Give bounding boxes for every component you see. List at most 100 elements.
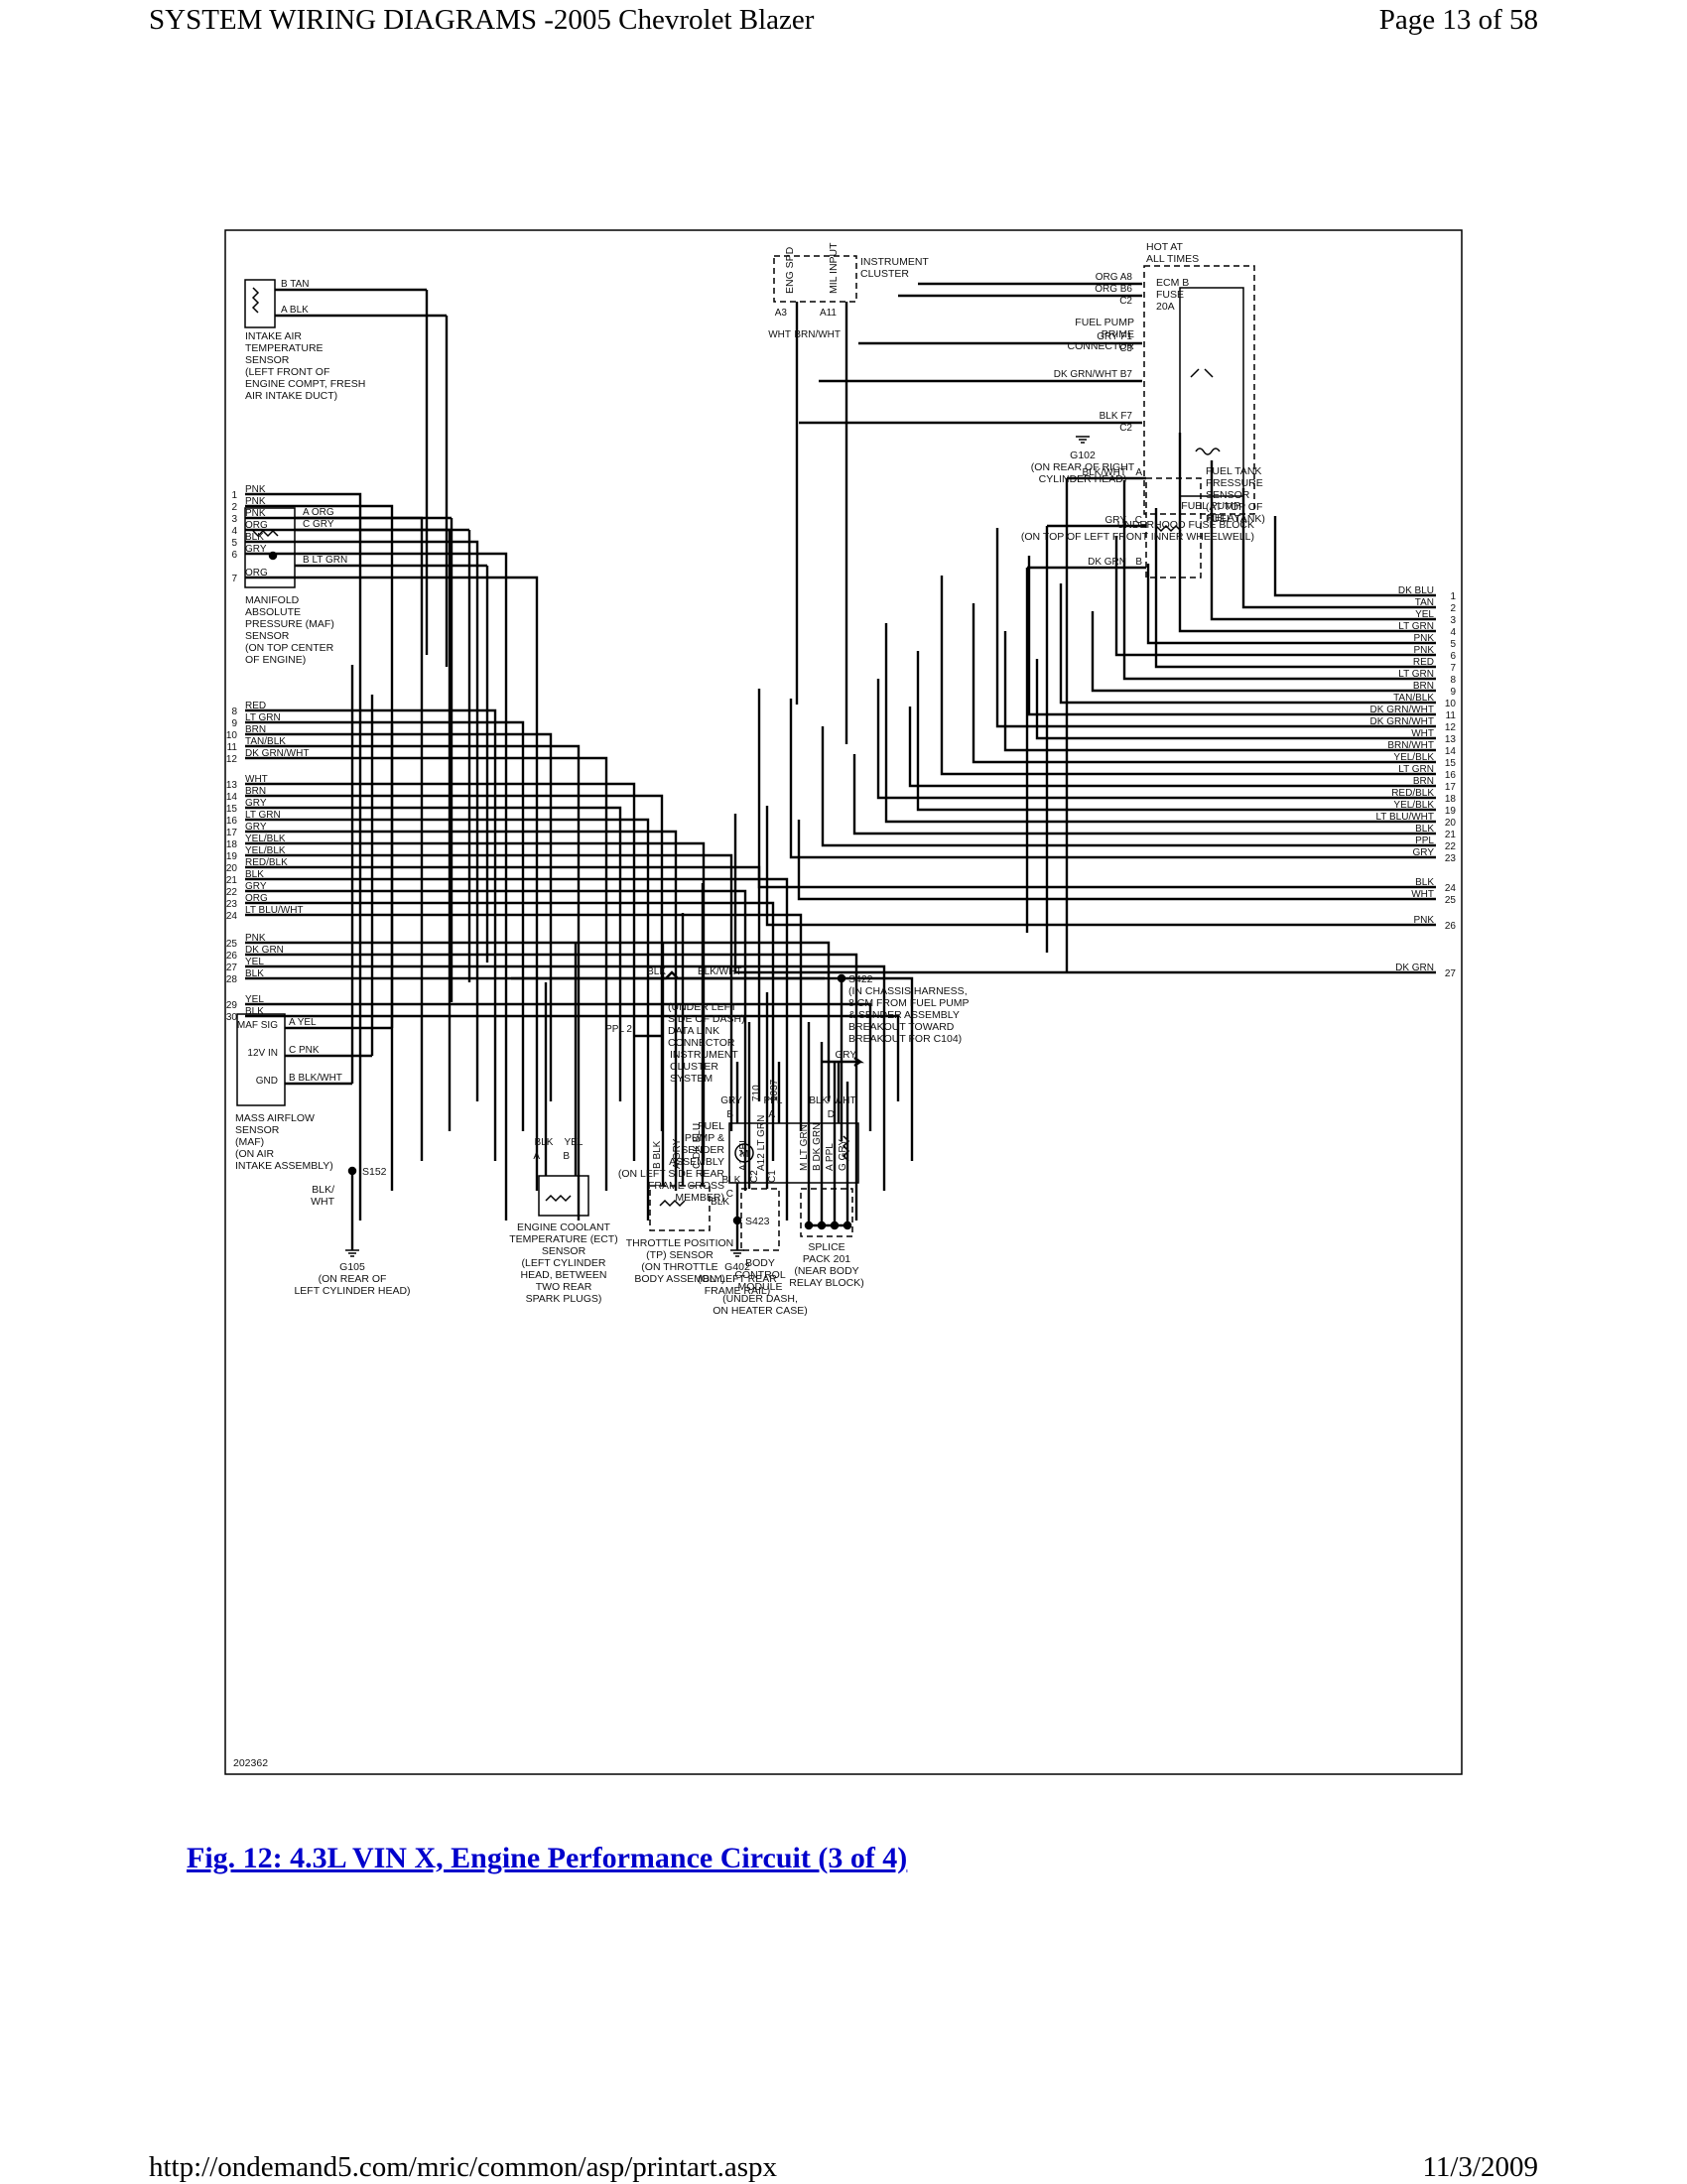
tp-description: (ON THROTTLE [641,1261,717,1273]
left-wire-color: ORG [245,520,268,531]
fuel-sender-resistor [842,1135,850,1162]
ftp-description: FUEL TANK [1206,465,1261,477]
cluster-top-label: INSTRUMENT [860,256,929,268]
iat-description: (LEFT FRONT OF [245,366,329,378]
map-description: (ON TOP CENTER [245,642,334,654]
left-wire-color: BLK [245,532,264,543]
splice-pin-label: G GRY [838,1139,848,1171]
iat-description: INTAKE AIR [245,330,302,342]
ect-pin: B [563,1151,570,1162]
left-wire-number: 19 [226,851,238,862]
s423-splice [732,1216,742,1225]
right-wire-number: 1 [1450,591,1456,602]
left-wire-number: 18 [226,839,238,850]
right-wire-number: 23 [1445,853,1457,864]
g402-label: (ON LEFT REAR [698,1273,777,1285]
right-wire-number: 27 [1445,968,1457,979]
right-wire-color: YEL/BLK [1393,752,1434,763]
right-wire-color: PNK [1413,645,1434,656]
figure-caption-link[interactable]: Fig. 12: 4.3L VIN X, Engine Performance … [187,1842,908,1874]
left-wire-number: 26 [226,951,238,962]
fuel-tank-pressure-sensor-box [1145,477,1202,578]
underhood-fuse-block-label: UNDERHOOD FUSE BLOCK [1117,519,1254,531]
pump-description: MEMBER) [675,1192,724,1204]
ect-description: HEAD, BETWEEN [521,1269,607,1281]
right-wire-number: 19 [1445,806,1457,817]
right-wire-color: LT GRN [1398,669,1434,680]
g402-label: G402 [724,1261,750,1273]
left-harness-wire [245,901,775,1161]
maf-description: SENSOR [235,1124,280,1136]
right-wire-number: 24 [1445,883,1457,894]
left-wire-color: GRY [245,881,267,892]
right-wire-color: RED/BLK [1391,788,1434,799]
splice-pack-description: PACK 201 [803,1253,850,1265]
left-wire-number: 5 [231,538,237,549]
tp-pin-label: A GRY [672,1138,683,1169]
ftp-wire-color: BLK/WHT [1083,467,1126,478]
right-wire-number: 16 [1445,770,1457,781]
ecm-b-fuse-label: FUSE [1156,289,1184,301]
s152-splice [347,1166,357,1176]
map-pin-label: B LT GRN [303,555,347,566]
tp-pin-label: B BLK [652,1140,663,1169]
pump-wire-color: PPL [764,1095,783,1106]
left-wire-color: RED/BLK [245,857,288,868]
hot-at-all-times-label: ALL TIMES [1146,253,1199,265]
cluster-top-pin: A3 [775,308,788,319]
ecm-b-fuse-label: 20A [1156,301,1175,313]
dlc-description: CONNECTOR [668,1037,735,1049]
left-harness-wire [245,953,858,1220]
right-wire-number: 6 [1450,651,1456,662]
right-wire-color: BLK [1415,824,1434,835]
splice-pack-description: (NEAR BODY [794,1265,858,1277]
left-wire-color: ORG [245,893,268,904]
cluster-top-input: ENG SPD [784,246,796,294]
right-wire-color: GRY [1413,847,1435,858]
splice-pack-dot [804,1220,814,1230]
instrument-cluster-top [773,255,857,303]
ect-description: ENGINE COOLANT [517,1221,611,1233]
right-harness-wire [852,754,1436,835]
right-wire-color: LT BLU/WHT [1375,812,1434,823]
right-wire-color: BRN [1413,681,1434,692]
right-wire-color: DK GRN [1395,963,1434,973]
map-junction [268,551,278,561]
right-harness-wire [1273,516,1436,597]
left-harness-wire [245,877,789,1220]
tp-description: THROTTLE POSITION [626,1237,734,1249]
fuse-block-pin-label: GRY F1 [1097,331,1132,342]
ect-description: SENSOR [542,1245,586,1257]
fuel-pump-relay-label: RELAY [1207,512,1240,524]
fuse-block-pin-label: ORG A8 [1096,272,1133,283]
s422-description: BREAKOUT TOWARD [848,1021,955,1033]
right-harness-wire [789,699,1436,859]
ect-wire-color: BLK [535,1137,554,1148]
pump-wire-color: BLK/ WHT [809,1095,855,1106]
s422-description: BREAKOUT FOR C104) [848,1033,962,1045]
left-wire-number: 7 [231,574,237,584]
left-wire-number: 2 [231,502,237,513]
splice-pin-label: B DK GRN [812,1123,823,1171]
left-wire-number: 15 [226,804,238,815]
ect-pin: A [533,1151,540,1162]
left-wire-number: 25 [226,939,238,950]
bcm-connector: C1 [767,1170,778,1183]
fuse-block-pin-label: DK GRN/WHT B7 [1054,369,1133,380]
splice-pin-label: M LT GRN [799,1124,810,1171]
tp-description: BODY ASSEMBLY) [634,1273,724,1285]
ftp-wire-color: DK GRN [1088,557,1126,568]
hot-at-all-times-label: HOT AT [1146,241,1184,253]
right-wire-color: RED [1413,657,1434,668]
right-harness-wire [1003,631,1436,752]
right-wire-color: LT GRN [1398,621,1434,632]
left-harness-wire [245,756,608,1191]
ftp-description: SENSOR [1206,489,1250,501]
bcm-description: MODULE [738,1281,783,1293]
s422-description: (IN CHASSIS HARNESS, [848,985,968,997]
splice-pack-description: SPLICE [808,1241,844,1253]
iat-pin-label: A BLK [281,305,309,316]
left-harness-wire [245,830,678,1191]
right-wire-color: PPL [1415,835,1434,846]
left-wire-color: YEL [245,994,264,1005]
